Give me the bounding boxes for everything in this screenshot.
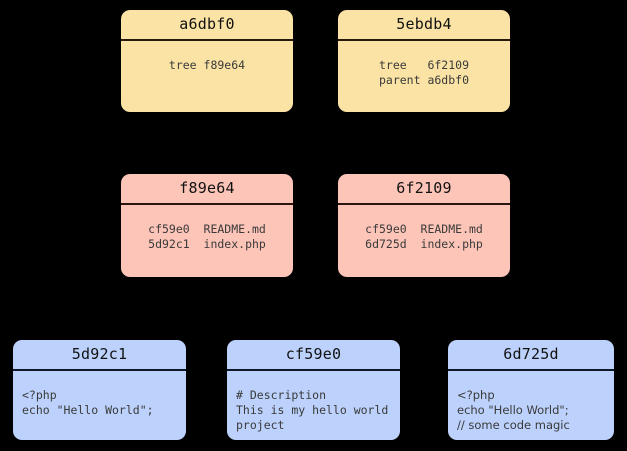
- node-divider: [121, 39, 293, 41]
- node-title: 6d725d: [503, 345, 559, 363]
- node-commit-5ebdb4[interactable]: 5ebdb4 tree 6f2109 parent a6dbf0: [338, 10, 510, 112]
- node-body-text: # Description This is my hello world pro…: [236, 388, 389, 432]
- node-tree-6f2109[interactable]: 6f2109 cf59e0 README.md 6d725d index.php: [338, 174, 510, 277]
- node-divider: [338, 39, 510, 41]
- node-title: cf59e0: [285, 345, 342, 363]
- node-title: f89e64: [179, 179, 235, 197]
- node-body: cf59e0 README.md 5d92c1 index.php: [121, 205, 293, 277]
- node-body-text: tree 6f2109 parent a6dbf0: [378, 58, 469, 87]
- node-divider: [448, 369, 614, 371]
- node-body: <?php echo "Hello World"; // some code m…: [448, 371, 614, 440]
- node-body: tree f89e64: [121, 41, 293, 112]
- node-divider: [227, 369, 400, 371]
- node-body: tree 6f2109 parent a6dbf0: [338, 41, 510, 112]
- node-body: cf59e0 README.md 6d725d index.php: [338, 205, 510, 277]
- node-body-text: <?php echo "Hello World"; // some code m…: [457, 388, 570, 432]
- node-body: <?php echo "Hello World";: [13, 371, 186, 440]
- node-blob-5d92c1[interactable]: 5d92c1 <?php echo "Hello World";: [13, 340, 186, 440]
- node-title: 6f2109: [396, 179, 452, 197]
- node-title: a6dbf0: [179, 15, 235, 33]
- node-blob-6d725d[interactable]: 6d725d <?php echo "Hello World"; // some …: [448, 340, 614, 440]
- node-title: 5d92c1: [71, 345, 128, 363]
- node-divider: [121, 203, 293, 205]
- node-body-text: cf59e0 README.md 5d92c1 index.php: [148, 222, 266, 251]
- node-body-text: cf59e0 README.md 6d725d index.php: [365, 222, 483, 251]
- node-divider: [338, 203, 510, 205]
- node-blob-cf59e0[interactable]: cf59e0 # Description This is my hello wor…: [227, 340, 400, 440]
- node-title: 5ebdb4: [396, 15, 452, 33]
- node-divider: [13, 369, 186, 371]
- node-tree-f89e64[interactable]: f89e64 cf59e0 README.md 5d92c1 index.php: [121, 174, 293, 277]
- node-body: # Description This is my hello world pro…: [227, 371, 400, 440]
- node-commit-a6dbf0[interactable]: a6dbf0 tree f89e64: [121, 10, 293, 112]
- node-body-text: <?php echo "Hello World";: [22, 388, 154, 417]
- node-body-text: tree f89e64: [168, 58, 246, 72]
